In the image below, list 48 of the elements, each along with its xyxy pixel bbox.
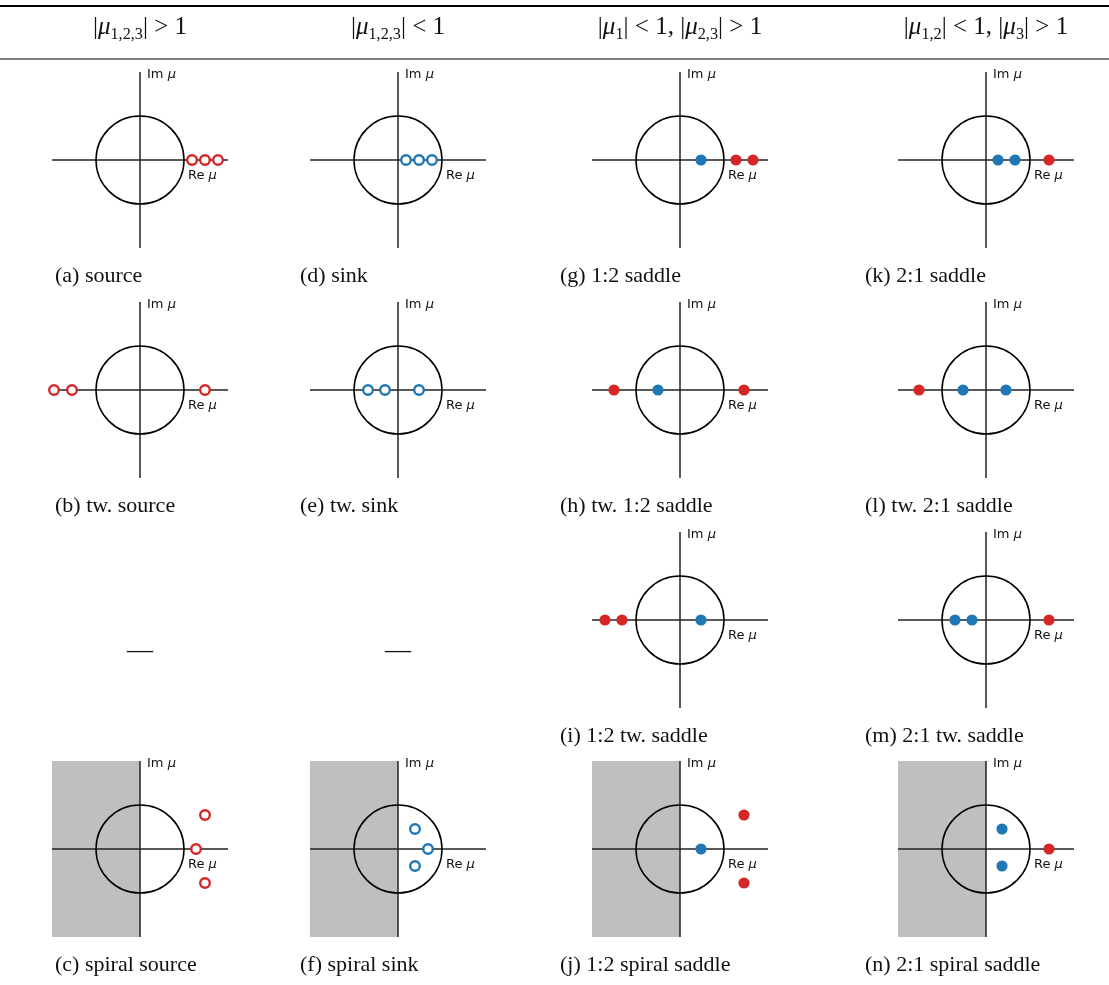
axis-label: Im μ xyxy=(687,755,716,770)
column-header: |μ$_{1,2,3}$| < 1 xyxy=(350,12,446,44)
axis-label: Re μ xyxy=(1034,397,1063,412)
panel-caption: (l) tw. 2:1 saddle xyxy=(865,492,1013,518)
panel-caption: (i) 1:2 tw. saddle xyxy=(560,722,708,748)
axis-label: Re μ xyxy=(728,167,757,182)
axis-label: Re μ xyxy=(1034,167,1063,182)
axis-label: Re μ xyxy=(728,627,757,642)
axis-label: Im μ xyxy=(993,296,1022,311)
empty-cell-dash: — xyxy=(385,635,411,665)
panel-caption: (h) tw. 1:2 saddle xyxy=(560,492,713,518)
axis-label: Im μ xyxy=(405,66,434,81)
panel-caption: (k) 2:1 saddle xyxy=(865,262,986,288)
panel-caption: (g) 1:2 saddle xyxy=(560,262,681,288)
axis-label: Re μ xyxy=(728,397,757,412)
axis-label: Im μ xyxy=(147,755,176,770)
axis-label: Re μ xyxy=(446,167,475,182)
axis-label: Im μ xyxy=(687,296,716,311)
panel-caption: (n) 2:1 spiral saddle xyxy=(865,951,1041,977)
column-header: |μ$_{1}$| < 1, |μ$_{2,3}$| > 1 xyxy=(597,12,763,44)
panel-caption: (j) 1:2 spiral saddle xyxy=(560,951,731,977)
axis-label: Im μ xyxy=(687,526,716,541)
column-header: |μ$_{1,2}$| < 1, |μ$_{3}$| > 1 xyxy=(903,12,1069,44)
axis-label: Re μ xyxy=(188,856,217,871)
axis-label: Re μ xyxy=(446,397,475,412)
axis-label: Re μ xyxy=(1034,856,1063,871)
axis-label: Im μ xyxy=(993,755,1022,770)
panel-caption: (d) sink xyxy=(300,262,368,288)
panel-caption: (m) 2:1 tw. saddle xyxy=(865,722,1024,748)
panel-caption: (f) spiral sink xyxy=(300,951,419,977)
axis-label: Im μ xyxy=(405,755,434,770)
axis-label: Re μ xyxy=(188,397,217,412)
panel-caption: (c) spiral source xyxy=(55,951,197,977)
axis-label: Re μ xyxy=(188,167,217,182)
panel-caption: (a) source xyxy=(55,262,143,288)
panel-caption: (e) tw. sink xyxy=(300,492,399,518)
panel-caption: (b) tw. source xyxy=(55,492,176,518)
axis-label: Im μ xyxy=(147,296,176,311)
axis-label: Re μ xyxy=(1034,627,1063,642)
axis-label: Im μ xyxy=(993,526,1022,541)
empty-cell-dash: — xyxy=(127,635,153,665)
axis-label: Im μ xyxy=(147,66,176,81)
column-header: |μ$_{1,2,3}$| > 1 xyxy=(92,12,188,44)
axis-label: Re μ xyxy=(446,856,475,871)
axis-label: Im μ xyxy=(993,66,1022,81)
axis-label: Im μ xyxy=(405,296,434,311)
axis-label: Re μ xyxy=(728,856,757,871)
axis-label: Im μ xyxy=(687,66,716,81)
